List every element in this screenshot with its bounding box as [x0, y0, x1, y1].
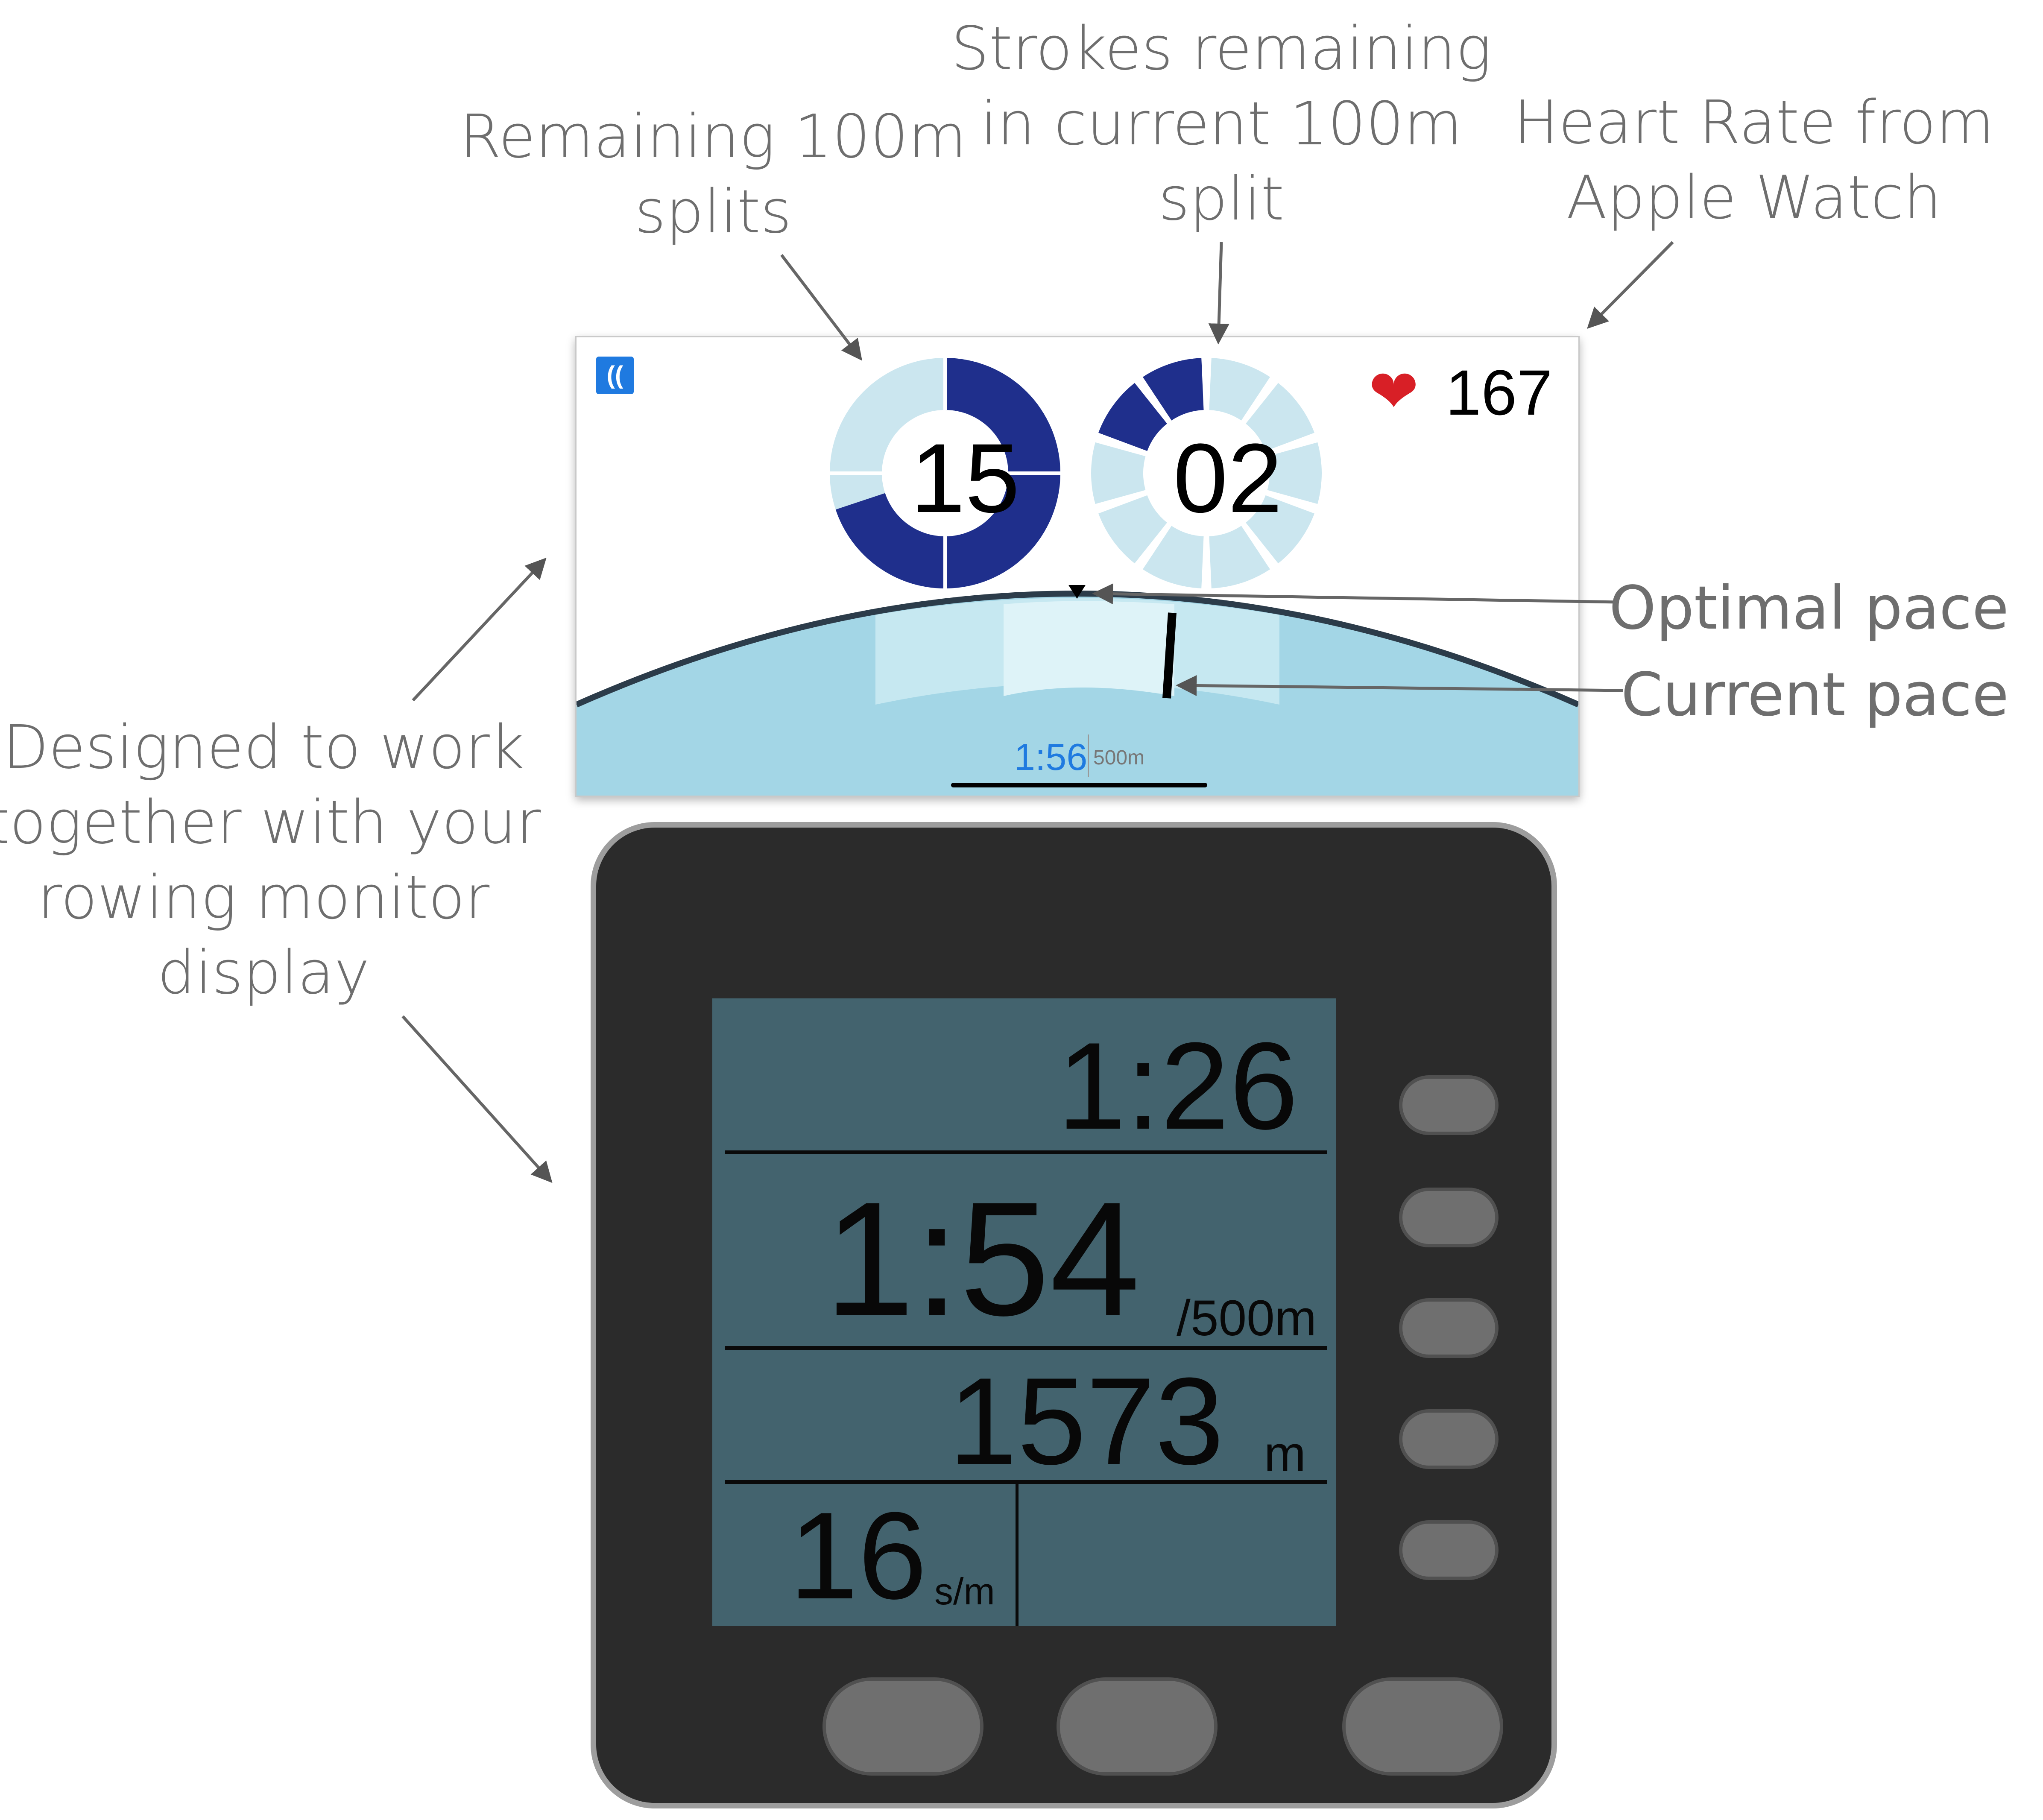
optimal-pace-marker	[1068, 585, 1086, 599]
remaining-splits-ring	[830, 358, 1061, 588]
lcd-divider-3	[725, 1480, 1327, 1484]
callout-current-pace: Current pace	[1621, 660, 2009, 730]
splits-ring-segment	[945, 358, 1060, 473]
lcd-divider-2	[725, 1346, 1327, 1350]
heart-icon: ❤	[1369, 358, 1419, 425]
phone-screen: (( 15 02 ❤ 167 1:56 500m	[575, 336, 1580, 797]
monitor-lcd: 1:26 1:54 /500m 1573 m 16 s/m	[712, 998, 1336, 1626]
strokes-remaining-ring	[1091, 358, 1322, 588]
target-pace-unit: 500m	[1093, 746, 1145, 769]
side-button-2[interactable]	[1399, 1188, 1499, 1247]
arrow-strokes-remaining	[1208, 242, 1229, 345]
side-button-5[interactable]	[1399, 1520, 1499, 1580]
signal-icon: ((	[596, 357, 634, 394]
callout-optimal-pace: Optimal pace	[1609, 574, 2009, 643]
target-pace: 1:56	[1014, 736, 1088, 778]
side-button-1[interactable]	[1399, 1075, 1499, 1135]
distance-unit: m	[1264, 1426, 1306, 1482]
splits-ring-segment	[835, 493, 945, 588]
pace-separator	[1088, 734, 1089, 777]
stroke-segment-empty	[1246, 383, 1314, 451]
phone-graphics	[577, 358, 1578, 796]
distance: 1573	[948, 1352, 1224, 1490]
stroke-segment-empty	[1142, 526, 1204, 588]
stroke-segment-empty	[1098, 495, 1167, 564]
lcd-divider-vertical	[1016, 1483, 1019, 1626]
side-button-3[interactable]	[1399, 1298, 1499, 1358]
split-pace-unit: /500m	[1177, 1290, 1317, 1346]
stroke-segment-filled	[1098, 383, 1167, 451]
bottom-button-right[interactable]	[1342, 1677, 1503, 1776]
lcd-divider-1	[725, 1150, 1327, 1154]
bottom-button-center[interactable]	[1057, 1677, 1218, 1776]
pace-band-zone-center	[1004, 601, 1174, 696]
stroke-segment-empty	[1246, 495, 1314, 564]
stroke-rate: 16	[789, 1486, 927, 1625]
stroke-rate-unit: s/m	[934, 1570, 995, 1612]
pace-band-outer	[577, 594, 1578, 796]
bottom-button-left[interactable]	[822, 1677, 983, 1776]
side-button-4[interactable]	[1399, 1409, 1499, 1469]
stroke-segment-filled	[1142, 358, 1204, 421]
split-pace: 1:54	[824, 1168, 1140, 1349]
current-pace-needle	[1162, 612, 1177, 699]
stroke-segment-empty	[1209, 358, 1270, 421]
splits-ring-segment	[945, 474, 1060, 588]
remaining-splits-value: 15	[910, 423, 1020, 533]
heart-rate-value: 167	[1446, 357, 1553, 428]
arrow-designed-down	[401, 1015, 553, 1183]
elapsed-time: 1:26	[1057, 1017, 1298, 1155]
stroke-segment-empty	[1267, 442, 1322, 504]
strokes-remaining-value: 02	[1173, 423, 1282, 533]
rowing-monitor: 1:26 1:54 /500m 1573 m 16 s/m	[591, 822, 1557, 1808]
arrow-designed-up	[412, 557, 547, 702]
stroke-segment-empty	[1091, 442, 1146, 504]
arrow-heart-rate	[1587, 241, 1674, 329]
stroke-segment-empty	[1209, 526, 1270, 588]
home-indicator[interactable]	[951, 783, 1207, 787]
